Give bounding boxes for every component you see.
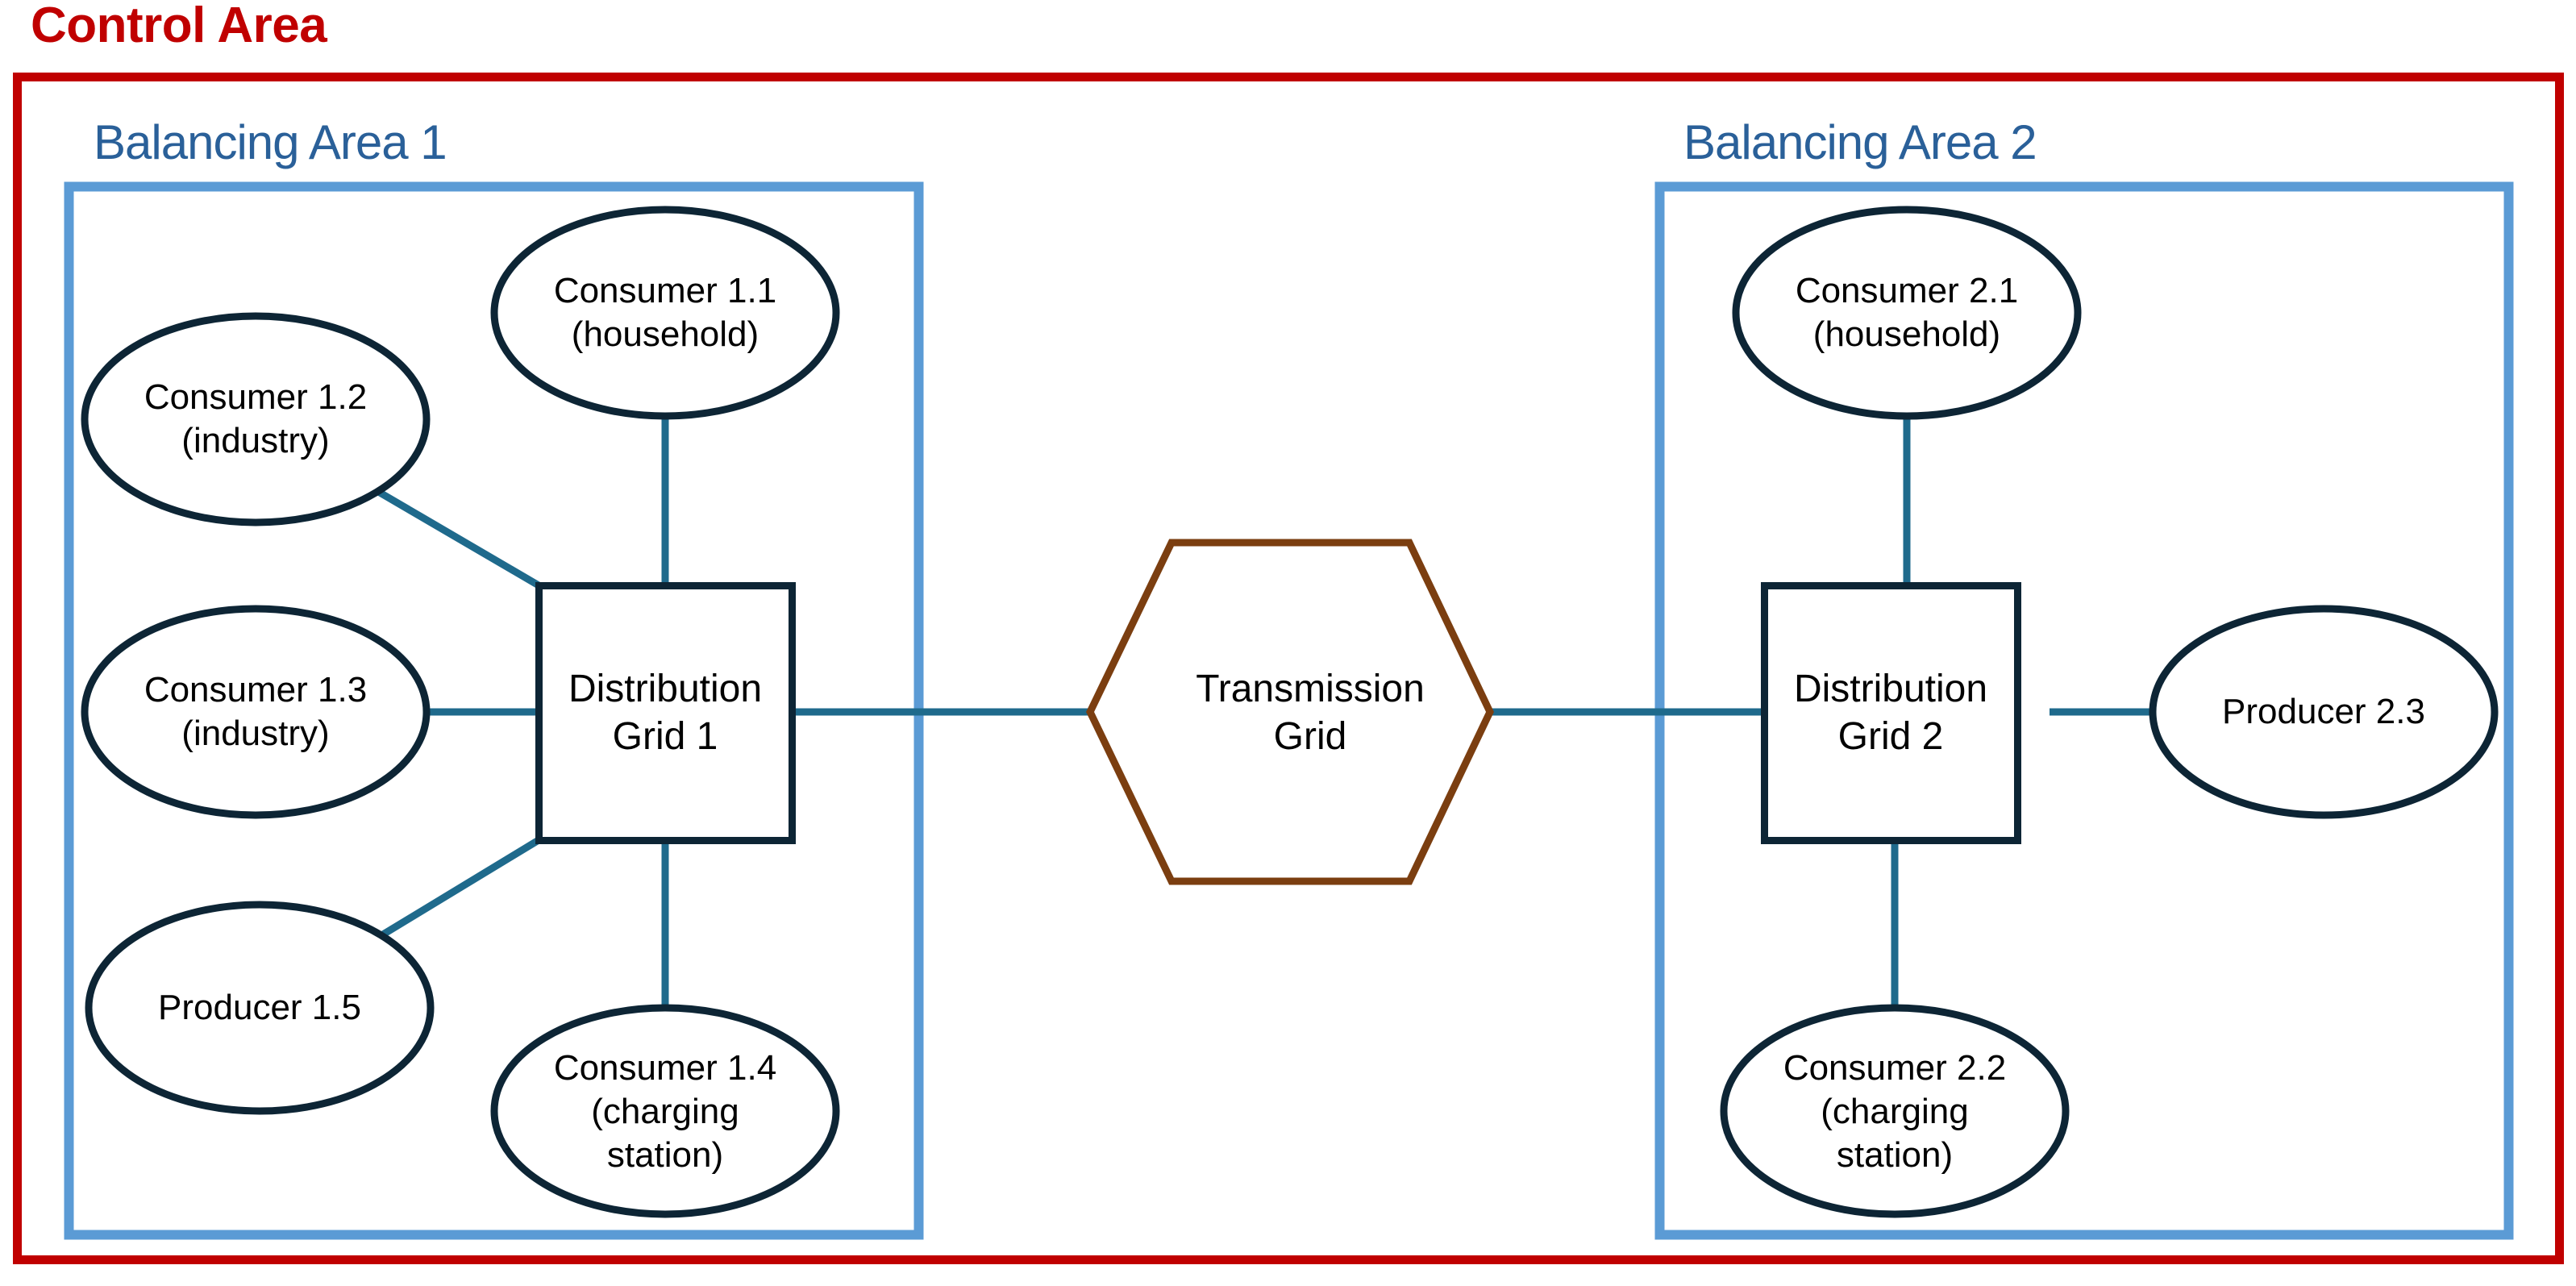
node-label-consumer-2-1: Consumer 2.1 (household) bbox=[1736, 261, 2078, 364]
label-text: Distribution Grid 1 bbox=[568, 668, 763, 758]
label-text: Consumer 1.3 (industry) bbox=[144, 670, 368, 753]
node-label-consumer-2-2: Consumer 2.2 (charging station) bbox=[1724, 1045, 2066, 1179]
label-text: Distribution Grid 2 bbox=[1793, 668, 1988, 758]
node-label-transmission-grid: Transmission Grid bbox=[1161, 666, 1459, 761]
node-shape-consumer-2-2[interactable] bbox=[1720, 1004, 2070, 1218]
node-shape-distribution-grid-2[interactable] bbox=[1761, 582, 2021, 844]
node-shape-producer-1-5[interactable] bbox=[85, 901, 435, 1115]
node-shape-transmission-grid[interactable] bbox=[1086, 539, 1494, 885]
node-label-producer-2-3: Producer 2.3 bbox=[2153, 689, 2495, 735]
label-text: Consumer 1.2 (industry) bbox=[144, 377, 368, 460]
label-text: Producer 1.5 bbox=[158, 988, 361, 1028]
control-area-frame bbox=[13, 73, 2564, 1264]
balancing-area-1-title: Balancing Area 1 bbox=[94, 115, 447, 169]
label-text: Consumer 1.4 (charging station) bbox=[553, 1048, 777, 1175]
node-label-consumer-1-4: Consumer 1.4 (charging station) bbox=[494, 1045, 836, 1179]
label-text: Producer 2.3 bbox=[2222, 692, 2425, 732]
label-text: Consumer 2.2 (charging station) bbox=[1783, 1048, 2007, 1175]
node-label-consumer-1-3: Consumer 1.3 (industry) bbox=[85, 660, 427, 764]
node-label-consumer-1-2: Consumer 1.2 (industry) bbox=[85, 368, 427, 471]
node-shape-consumer-1-4[interactable] bbox=[490, 1004, 840, 1218]
node-shape-producer-2-3[interactable] bbox=[2149, 605, 2499, 819]
label-text: Transmission Grid bbox=[1196, 668, 1425, 758]
node-shape-consumer-1-2[interactable] bbox=[81, 312, 431, 526]
node-label-consumer-1-1: Consumer 1.1 (household) bbox=[494, 261, 836, 364]
label-text: Consumer 1.1 (household) bbox=[553, 271, 777, 354]
connector-producer-1-5 bbox=[377, 837, 541, 940]
node-shape-consumer-1-1[interactable] bbox=[490, 206, 840, 420]
node-shape-distribution-grid-1[interactable] bbox=[535, 582, 796, 844]
connector-consumer-1-2 bbox=[373, 487, 541, 589]
control-area-title: Control Area bbox=[31, 0, 327, 53]
node-label-producer-1-5: Producer 1.5 bbox=[89, 985, 431, 1030]
node-shape-consumer-2-1[interactable] bbox=[1732, 206, 2082, 420]
balancing-area-2-title: Balancing Area 2 bbox=[1683, 115, 2037, 169]
node-shape-consumer-1-3[interactable] bbox=[81, 605, 431, 819]
node-label-distribution-grid-1: Distribution Grid 1 bbox=[539, 666, 792, 761]
node-label-distribution-grid-2: Distribution Grid 2 bbox=[1764, 666, 2017, 761]
label-text: Consumer 2.1 (household) bbox=[1795, 271, 2019, 354]
